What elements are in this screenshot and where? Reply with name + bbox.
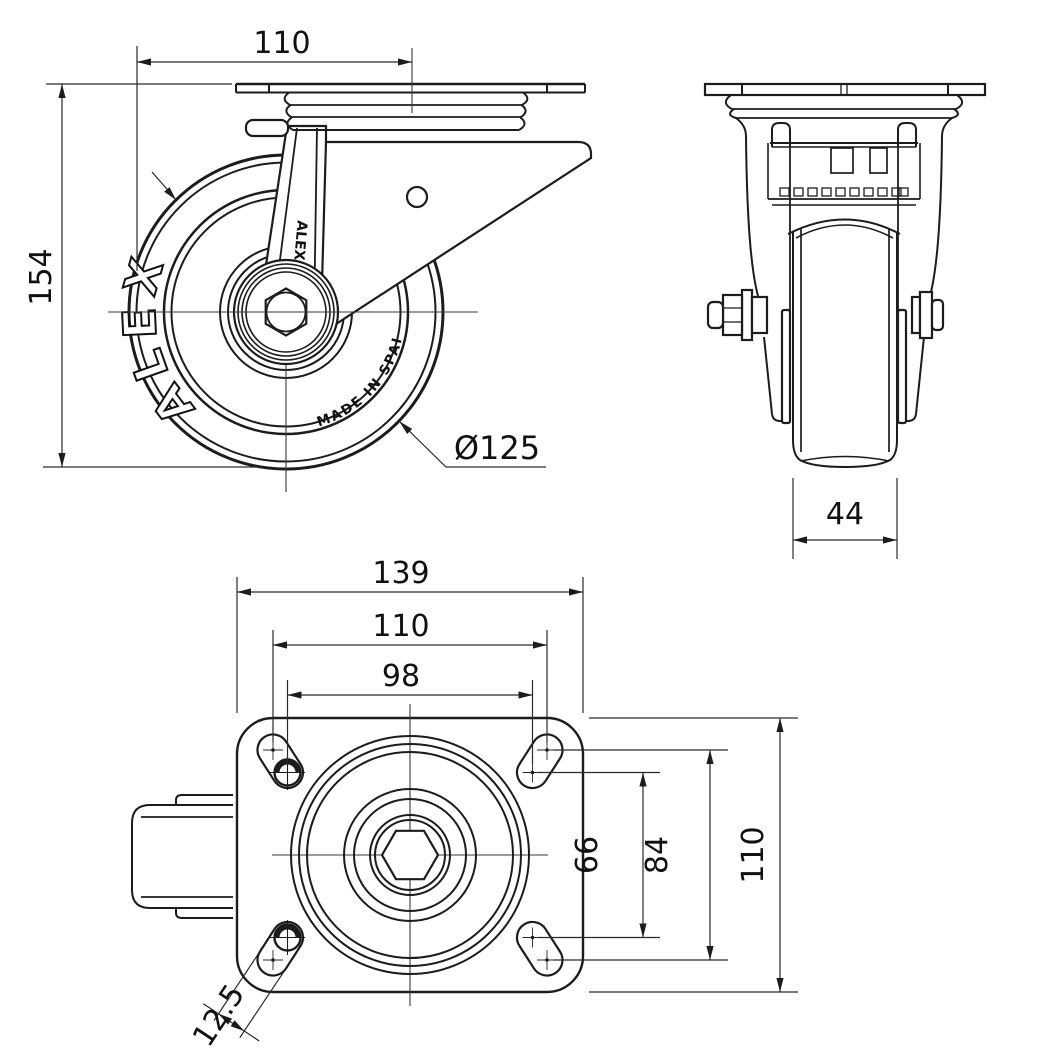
axle-cap-right (930, 298, 945, 332)
dim-44-label: 44 (826, 497, 864, 532)
thread-guard-right (896, 308, 908, 425)
dim-110x-arrow-left (273, 641, 287, 649)
axle-cap-left (706, 300, 725, 330)
bell-left-2 (729, 108, 737, 119)
dim-84-arrow-top (706, 750, 714, 764)
leg-right-outer (925, 117, 953, 309)
dim-98-arrow-right (518, 691, 533, 699)
dim-110x-arrow-right (533, 641, 547, 649)
kingpin-ring-outer (369, 814, 451, 896)
side-view: ALEX MADE IN SPAIN ALEX (0, 0, 593, 492)
dim-110x-label: 110 (372, 609, 429, 644)
axle-spacer-left (750, 295, 769, 335)
dim-98-label: 98 (382, 659, 420, 694)
dia-leader-arrow (399, 421, 413, 434)
plan-hub-top (175, 794, 233, 805)
fork-brand-text: ALEX (290, 220, 309, 262)
dim-84-arrow-bottom (706, 946, 714, 960)
bell-left-1 (724, 94, 733, 110)
dim-110y-arrow-top (776, 718, 784, 732)
dim-139-arrow-right (569, 588, 583, 596)
wheel-brand-text: ALEX (112, 244, 204, 434)
dim-125-line (203, 1003, 260, 1042)
slot-bolt-bottom-left (270, 920, 305, 955)
dim-110-arrow-right (398, 58, 412, 66)
kingpin-boss-inner (353, 798, 467, 912)
dim-110y-arrow-bottom (776, 978, 784, 992)
head-ear-left (771, 122, 791, 147)
dim-139-arrow-left (237, 588, 251, 596)
dim-66-arrow-bottom (639, 923, 647, 938)
kingpin-ring-inner (374, 819, 446, 891)
dim-diameter-label: Ø125 (454, 429, 540, 467)
swivel-right-edge (518, 91, 529, 131)
dim-125-label: 12.5 (186, 978, 252, 1053)
fork-hole (405, 185, 429, 209)
kingpin-tab-right (869, 147, 888, 174)
plan-wheel-outline (131, 804, 233, 909)
kingpin-hex (380, 829, 440, 881)
axle-washer-left (740, 288, 754, 342)
dim-125-arrow-1 (218, 1013, 233, 1025)
dim-139-label: 139 (372, 556, 429, 591)
slot-bottom-right (515, 920, 564, 977)
plan-hub-bottom (175, 908, 233, 919)
kingpin-tab-left (830, 147, 854, 174)
dim-154-arrow-bottom (58, 453, 66, 467)
dim-98-arrow-left (287, 691, 302, 699)
kingpin-boss-outer (343, 788, 477, 922)
front-tire-bottom-line (800, 455, 890, 462)
bearing-balls-row (779, 187, 909, 197)
dim-66-label: 66 (570, 836, 605, 874)
dim-44-arrow-right (883, 536, 897, 544)
fork-triangle (308, 140, 593, 344)
yoke-arch-fill (788, 206, 900, 234)
slot-top-right (515, 733, 564, 790)
head-ear-right (897, 122, 917, 147)
thread-guard-left (780, 308, 792, 425)
dim-110y-label: 110 (736, 826, 771, 883)
swivel-race-outer (290, 735, 530, 975)
dim-125-ext-1 (213, 954, 259, 1021)
dim-125-ext-2 (239, 971, 285, 1039)
leg-left-lower (763, 336, 790, 422)
axle-nut-right (918, 290, 934, 340)
swivel-race-mid (298, 743, 522, 967)
dim-154-arrow-top (58, 84, 66, 98)
axle-washer-right (910, 295, 922, 335)
plan-view: 139 110 98 110 84 66 (131, 556, 798, 1053)
dim-125-arrow-2 (230, 1020, 245, 1031)
bell-right-2 (951, 108, 959, 119)
dim-154-label: 154 (24, 248, 59, 305)
yoke-arch-outer (787, 218, 901, 235)
dim-110-label: 110 (253, 26, 310, 61)
yoke-arch-inner (795, 224, 894, 239)
rim-pointer-arrow (164, 187, 176, 200)
front-plate (703, 82, 987, 97)
axle-hex-left (721, 293, 744, 337)
dim-110-arrow-left (137, 58, 151, 66)
swivel-race-inner (306, 751, 514, 959)
dim-66-arrow-top (639, 772, 647, 787)
bell-right-1 (955, 94, 964, 110)
leg-right-lower (898, 336, 925, 422)
brake-tab (244, 118, 290, 138)
dia-leader-line (398, 420, 546, 468)
dim-44-arrow-left (793, 536, 807, 544)
front-view: 44 (703, 82, 987, 559)
dim-84-label: 84 (640, 836, 675, 874)
leg-left-outer (735, 117, 763, 309)
